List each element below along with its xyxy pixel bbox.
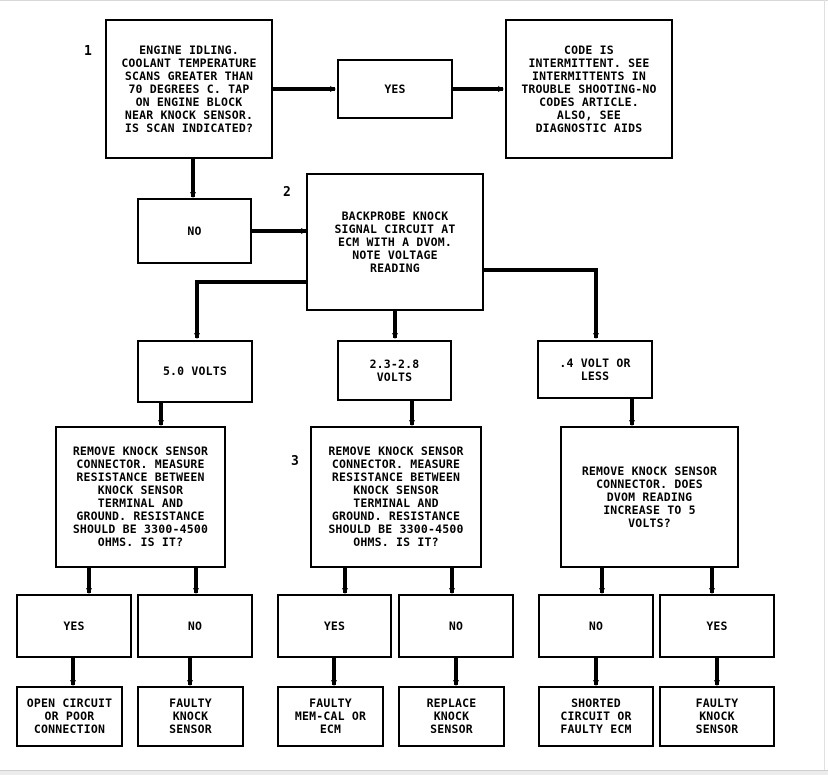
box-no-top: NO — [137, 198, 252, 264]
step-number-2: 2 — [283, 185, 291, 200]
frame-top-edge — [0, 0, 828, 7]
box-remove-left: REMOVE KNOCK SENSOR CONNECTOR. MEASURE R… — [55, 426, 226, 568]
box-remove-mid: REMOVE KNOCK SENSOR CONNECTOR. MEASURE R… — [310, 426, 482, 568]
box-no-1: NO — [137, 594, 253, 658]
box-no-2: NO — [398, 594, 514, 658]
box-0-4-volts: .4 VOLT OR LESS — [537, 340, 653, 399]
box-yes-2: YES — [277, 594, 392, 658]
box-remove-right: REMOVE KNOCK SENSOR CONNECTOR. DOES DVOM… — [560, 426, 739, 568]
box-5-volts: 5.0 VOLTS — [137, 340, 253, 403]
box-faulty-mem-cal: FAULTY MEM-CAL OR ECM — [277, 686, 384, 747]
box-code-intermittent: CODE IS INTERMITTENT. SEE INTERMITTENTS … — [505, 19, 673, 159]
box-replace-knock-sensor: REPLACE KNOCK SENSOR — [398, 686, 505, 747]
frame-bottom-edge — [0, 770, 828, 775]
box-yes-3: YES — [659, 594, 775, 658]
box-open-circuit: OPEN CIRCUIT OR POOR CONNECTION — [16, 686, 123, 747]
box-shorted-circuit: SHORTED CIRCUIT OR FAULTY ECM — [538, 686, 654, 747]
frame-right-edge — [824, 0, 825, 774]
box-engine-idling: ENGINE IDLING. COOLANT TEMPERATURE SCANS… — [105, 19, 273, 159]
box-faulty-knock-sensor-1: FAULTY KNOCK SENSOR — [137, 686, 244, 747]
box-2-3-volts: 2.3-2.8 VOLTS — [337, 340, 452, 401]
box-no-3: NO — [538, 594, 654, 658]
step-number-3: 3 — [291, 454, 299, 469]
step-number-1: 1 — [84, 44, 92, 59]
box-yes-top: YES — [337, 59, 453, 119]
arrow-backprobe-to-5v — [194, 280, 307, 339]
box-yes-1: YES — [16, 594, 132, 658]
box-backprobe: BACKPROBE KNOCK SIGNAL CIRCUIT AT ECM WI… — [306, 173, 484, 311]
arrow-backprobe-to-04v — [483, 268, 599, 339]
box-faulty-knock-sensor-2: FAULTY KNOCK SENSOR — [659, 686, 775, 747]
